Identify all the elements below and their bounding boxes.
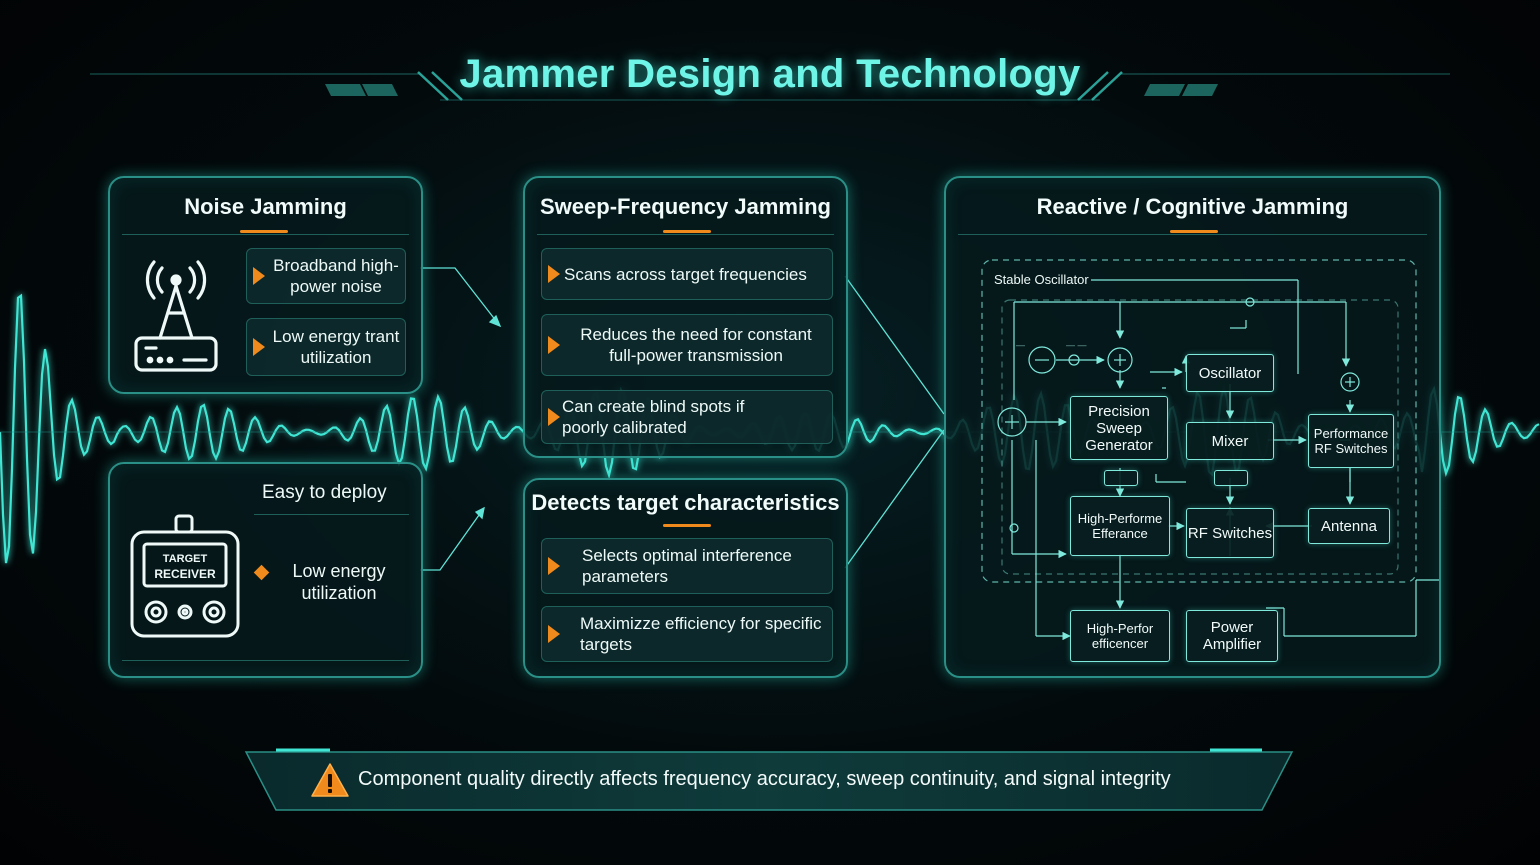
sweep-item-2: Reduces the need for constant full-power…	[541, 314, 833, 376]
receiver-device-icon: TARGET RECEIVER	[130, 514, 240, 638]
sweep-item-1: Scans across target frequencies	[541, 248, 833, 300]
device-item: Low energy utilization	[292, 561, 386, 603]
sweep-jamming-panel: Sweep-Frequency Jamming Scans across tar…	[523, 176, 848, 458]
high-perfor-efficencer-block: High-Perfor efficencer	[1070, 610, 1170, 662]
coupler-block	[1214, 470, 1248, 486]
device-label-1: TARGET	[163, 553, 208, 565]
detect-item-1: Selects optimal interference parameters	[541, 538, 833, 594]
reactive-jamming-panel: Reactive / Cognitive Jamming	[944, 176, 1441, 678]
power-amplifier-block: Power Amplifier	[1186, 610, 1278, 662]
rf-switches-block: RF Switches	[1186, 508, 1274, 558]
noise-item-1: Broadband high-power noise	[246, 248, 406, 304]
noise-jamming-panel: Noise Jamming Broadband high-power noise…	[108, 176, 423, 394]
warning-icon	[311, 763, 349, 797]
title-underline	[663, 524, 711, 527]
stable-oscillator-label: Stable Oscillator	[994, 272, 1089, 287]
divider	[254, 514, 409, 515]
title-decoration-right	[1077, 71, 1450, 101]
performance-rf-switches-block: Performance RF Switches	[1308, 414, 1394, 468]
easy-deploy-panel: Easy to deploy TARGET RECEIVER Low energ…	[108, 462, 423, 678]
block-diagram-wiring: — — —	[981, 259, 1439, 641]
title-underline	[663, 230, 711, 233]
title-decoration-left	[90, 71, 1100, 101]
noise-jamming-title: Noise Jamming	[184, 194, 347, 219]
coupler-block	[1104, 470, 1138, 486]
banner-frame	[244, 748, 1294, 811]
noise-item-2: Low energy trant utilization	[246, 318, 406, 376]
antenna-block: Antenna	[1308, 508, 1390, 544]
detect-title: Detects target characteristics	[531, 490, 840, 515]
easy-deploy-title: Easy to deploy	[262, 482, 387, 503]
sweep-jamming-title: Sweep-Frequency Jamming	[540, 194, 831, 219]
divider	[122, 660, 409, 661]
divider	[122, 234, 409, 235]
svg-text:— —: — —	[1066, 340, 1087, 350]
divider	[537, 234, 834, 235]
oscillator-block: Oscillator	[1186, 354, 1274, 392]
detect-item-2: Maximizze efficiency for specific target…	[541, 606, 833, 662]
diamond-bullet-icon	[253, 564, 270, 581]
precision-sweep-generator-block: Precision Sweep Generator	[1070, 396, 1168, 460]
banner-text: Component quality directly affects frequ…	[358, 768, 1171, 790]
title-underline	[1170, 230, 1218, 233]
reactive-jamming-title: Reactive / Cognitive Jamming	[1036, 194, 1349, 219]
panel-connectors	[420, 267, 945, 571]
title-underline	[240, 230, 288, 233]
svg-text:—: —	[1016, 340, 1025, 350]
detect-panel: Detects target characteristics Selects o…	[523, 478, 848, 678]
device-label-2: RECEIVER	[154, 567, 216, 581]
mixer-block: Mixer	[1186, 422, 1274, 460]
divider	[958, 234, 1427, 235]
sweep-item-3: Can create blind spots if poorly calibra…	[541, 390, 833, 444]
high-performe-efferance-block: High-Performe Efferance	[1070, 496, 1170, 556]
antenna-tower-icon	[134, 260, 218, 372]
page-title: Jammer Design and Technology	[459, 52, 1081, 96]
